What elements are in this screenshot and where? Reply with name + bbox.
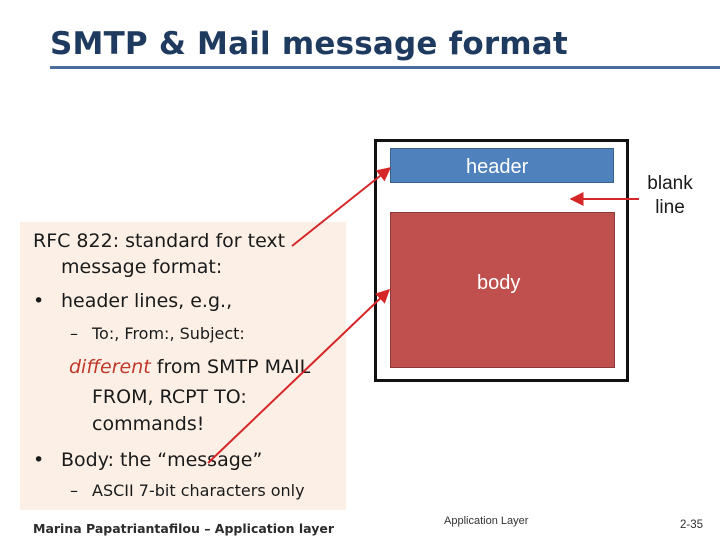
blank-line-label-word2: line xyxy=(655,197,685,218)
text-line-different: different from SMTP MAIL xyxy=(69,356,310,378)
dash-icon: – xyxy=(70,481,78,500)
text-line-rfc822: RFC 822: standard for text xyxy=(33,230,286,252)
blank-line-label-word1: blank xyxy=(647,173,693,194)
text-line-from-rcpt: FROM, RCPT TO: xyxy=(92,386,247,408)
body-block xyxy=(390,212,615,368)
bullet-icon: • xyxy=(33,290,45,312)
text-line-message-format: message format: xyxy=(61,256,223,278)
footer-author: Marina Papatriantafilou – Application la… xyxy=(33,521,335,536)
text-line-commands: commands! xyxy=(92,413,205,435)
bullet-icon: • xyxy=(33,449,45,471)
body-label: body xyxy=(477,272,521,294)
blank-line-label: blank line xyxy=(640,172,700,220)
header-block xyxy=(390,148,614,183)
text-line-header-lines: header lines, e.g., xyxy=(61,290,233,312)
text-from-smtp-mail: from SMTP MAIL xyxy=(150,356,311,378)
text-line-header-fields: To:, From:, Subject: xyxy=(92,324,245,343)
text-line-ascii: ASCII 7-bit characters only xyxy=(92,481,305,500)
dash-icon: – xyxy=(70,324,78,343)
header-label: header xyxy=(466,156,529,178)
title-underline xyxy=(50,66,720,69)
footer-section: Application Layer xyxy=(444,515,529,527)
slide-title: SMTP & Mail message format xyxy=(50,26,568,62)
footer-slide-number: 2-35 xyxy=(680,519,704,531)
text-different-emphasis: different xyxy=(69,356,151,378)
text-line-body: Body: the “message” xyxy=(61,449,263,471)
